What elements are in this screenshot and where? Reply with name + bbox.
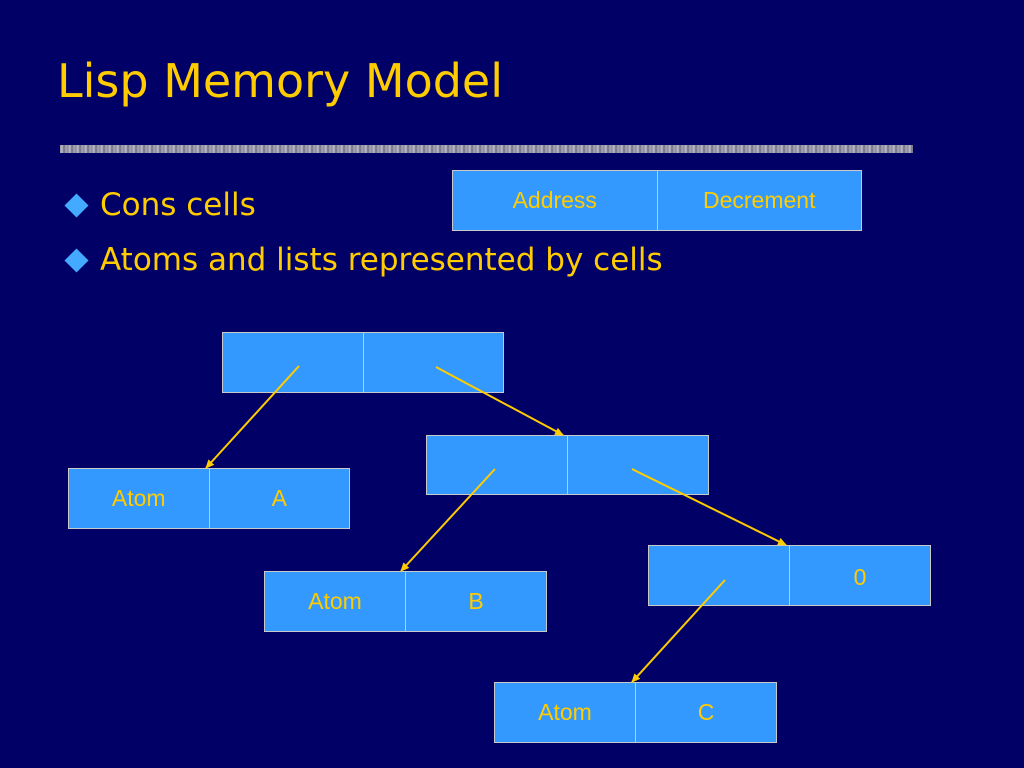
cons-cell-second: [426, 435, 709, 495]
bullet-text: Cons cells: [100, 187, 256, 223]
address-field: Atom: [308, 588, 362, 614]
bullet-list: Cons cells Atoms and lists represented b…: [62, 190, 663, 300]
address-field: [427, 436, 567, 494]
decrement-field: [567, 436, 708, 494]
title-divider: [60, 145, 913, 153]
diamond-bullet-icon: [64, 193, 89, 218]
bullet-item: Atoms and lists represented by cells: [62, 245, 663, 276]
atom-cell-a: Atom A: [68, 468, 350, 529]
decrement-field: B: [405, 572, 546, 631]
diamond-bullet-icon: [64, 248, 89, 273]
legend-cons-cell: Address Decrement: [452, 170, 862, 231]
cons-cell-third: 0: [648, 545, 931, 606]
decrement-field: 0: [789, 546, 930, 605]
address-field: Atom: [538, 699, 592, 725]
bullet-item: Cons cells: [62, 190, 663, 221]
atom-cell-c: Atom C: [494, 682, 777, 743]
decrement-field: A: [208, 469, 350, 528]
decrement-field: [362, 333, 504, 392]
bullet-text: Atoms and lists represented by cells: [100, 242, 663, 278]
decrement-field: C: [635, 683, 776, 742]
slide-title: Lisp Memory Model: [57, 54, 504, 108]
address-field: [223, 333, 363, 392]
atom-cell-b: Atom B: [264, 571, 547, 632]
decrement-field-label: Decrement: [656, 171, 862, 230]
address-field-label: Address: [512, 187, 597, 213]
address-field: [649, 546, 789, 605]
cons-cell-root: [222, 332, 504, 393]
address-field: Atom: [111, 485, 166, 511]
